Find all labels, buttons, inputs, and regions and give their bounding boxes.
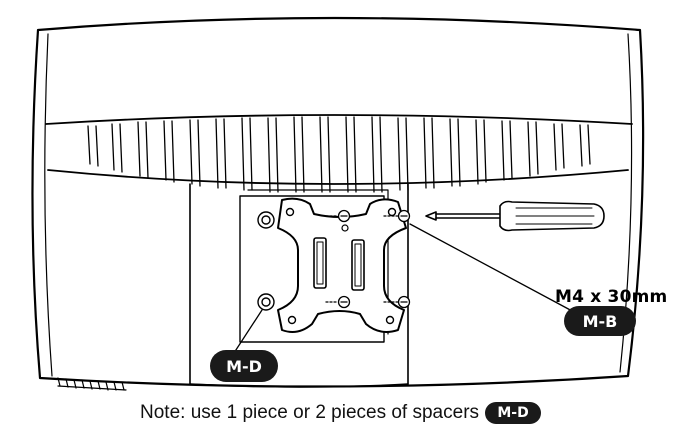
note-line: Note: use 1 piece or 2 pieces of spacers… xyxy=(140,400,542,426)
spacer-top xyxy=(257,211,275,229)
vesa-bracket xyxy=(277,197,407,333)
screw-top-right xyxy=(383,209,411,223)
base-plate xyxy=(239,195,385,343)
base-plate-offset xyxy=(247,189,389,335)
bracket-slot-right-inner xyxy=(354,243,362,287)
bracket-slot-right xyxy=(351,239,365,291)
note-part-badge: M-D xyxy=(485,402,542,424)
screw-spec-label: M4 x 30mm xyxy=(555,287,668,307)
bracket-slot-left xyxy=(313,237,327,289)
note-text: Note: use 1 piece or 2 pieces of spacers xyxy=(140,402,480,423)
screw-top-mid xyxy=(325,209,351,223)
vent-slots xyxy=(87,116,591,193)
screwdriver-icon xyxy=(425,200,605,232)
spacer-bottom xyxy=(257,293,275,311)
leader-line-mb xyxy=(409,223,575,313)
monitor-left-edge xyxy=(44,33,53,377)
screw-bottom-mid xyxy=(325,295,351,309)
leader-line-md xyxy=(231,309,263,357)
bracket-hole-bl xyxy=(287,315,297,325)
vent-band-bottom xyxy=(47,169,629,185)
bracket-hole-br xyxy=(385,315,395,325)
bracket-hole-mid-top xyxy=(341,224,349,232)
foot-marks xyxy=(57,377,127,391)
screw-part-badge: M-B xyxy=(564,306,636,336)
spacer-part-badge: M-D xyxy=(210,350,278,382)
stand-base-line xyxy=(189,383,409,388)
vent-band-top xyxy=(45,114,633,125)
screw-bottom-right xyxy=(383,295,411,309)
bracket-slot-left-inner xyxy=(316,241,324,285)
bracket-hole-tl xyxy=(285,207,295,217)
monitor-back xyxy=(31,16,645,388)
